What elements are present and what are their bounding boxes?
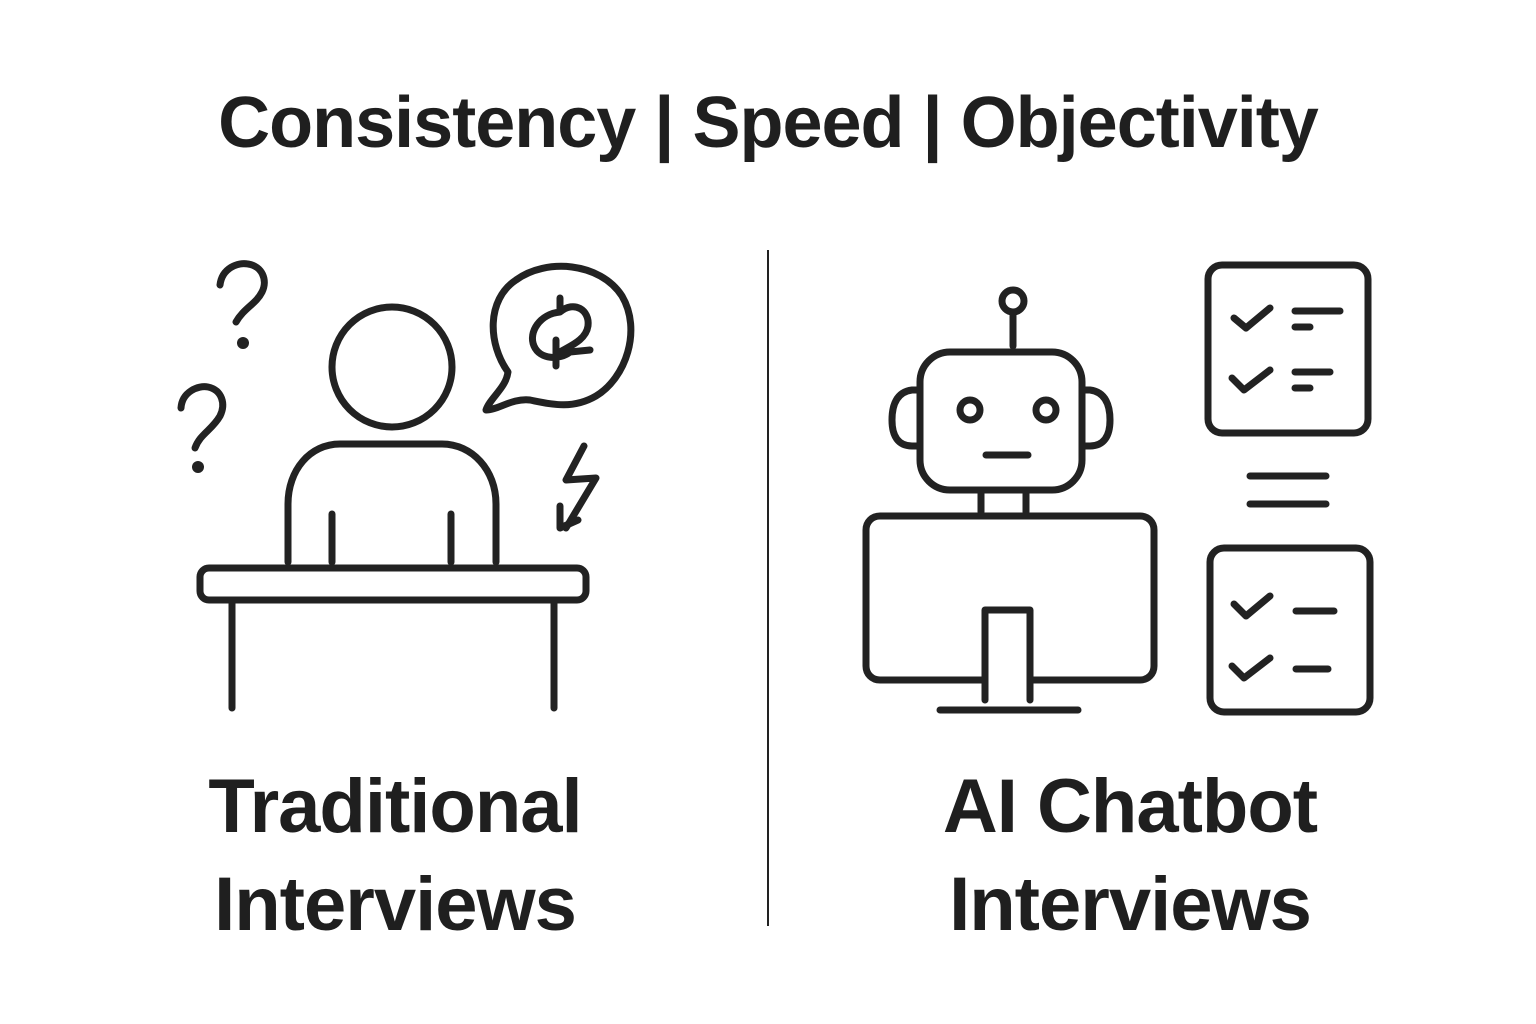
page-title: Consistency | Speed | Objectivity xyxy=(218,83,1319,163)
ai-chatbot-interviews-label: AI Chatbot Interviews xyxy=(880,758,1380,954)
equals-icon xyxy=(1246,472,1330,508)
checklist-icon xyxy=(1206,544,1374,716)
desk-icon xyxy=(196,564,590,712)
speech-bubble-icon xyxy=(482,262,635,414)
label-line-2: Interviews xyxy=(214,862,577,947)
robot-icon xyxy=(888,286,1114,516)
monitor-icon xyxy=(862,512,1158,714)
question-mark-icon xyxy=(216,260,268,349)
person-icon xyxy=(284,303,500,566)
lightning-bolt-icon xyxy=(556,442,600,532)
checklist-icon xyxy=(1204,261,1372,437)
label-line-1: Traditional xyxy=(208,764,582,849)
panel-divider xyxy=(767,250,769,926)
label-line-1: AI Chatbot xyxy=(942,764,1318,849)
traditional-interviews-label: Traditional Interviews xyxy=(150,758,640,954)
question-mark-icon xyxy=(177,383,227,473)
label-line-2: Interviews xyxy=(949,862,1312,947)
